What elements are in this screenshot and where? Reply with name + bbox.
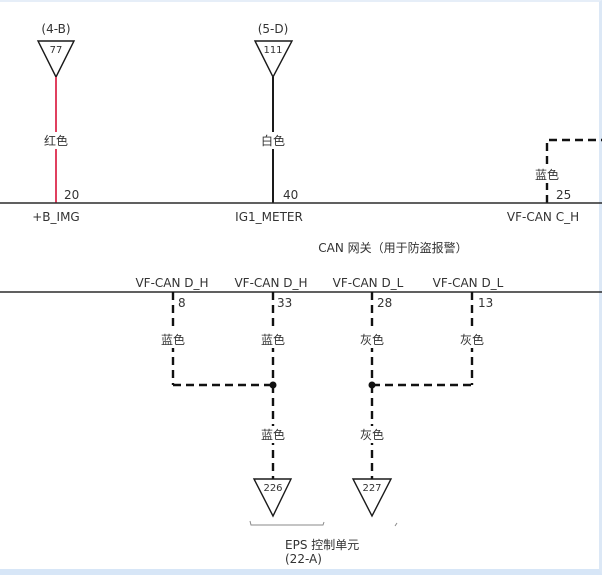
- connector-pin-226: 226: [263, 483, 282, 494]
- gateway-pin-13: VF-CAN D_L 13 灰色: [433, 276, 504, 385]
- terminal-pin-40: 40: [283, 188, 298, 202]
- connector-pin-111: 111: [263, 45, 282, 56]
- label-mask: [159, 331, 187, 348]
- label-mask: [259, 331, 287, 348]
- terminal-pin-25: 25: [556, 188, 571, 202]
- eps-connector-ref: (22-A): [285, 552, 322, 566]
- wire-color-label-white: 白色: [261, 133, 285, 148]
- wire-color-label-red: 红色: [44, 133, 68, 148]
- eps-wire-227: 灰色 227: [351, 385, 393, 518]
- wire-color-label: 灰色: [360, 333, 384, 347]
- terminal-pin-20: 20: [64, 188, 79, 202]
- wire-color-label: 蓝色: [261, 333, 285, 347]
- connector-triangle-icon: [351, 478, 393, 518]
- eps-wire-226: 蓝色 226: [252, 385, 293, 518]
- signal-label-b-img: +B_IMG: [32, 210, 79, 224]
- wire-color-label: 灰色: [360, 428, 384, 442]
- wire-color-label-blue: 蓝色: [535, 168, 559, 182]
- label-mask: [358, 426, 386, 443]
- connector-pin-77: 77: [50, 45, 63, 56]
- connector-ref-5d: (5-D): [258, 22, 289, 36]
- label-mask: [358, 331, 386, 348]
- wire-color-label: 灰色: [460, 333, 484, 347]
- gateway-pin-8: VF-CAN D_H 8 蓝色: [135, 276, 209, 385]
- label-mask: [458, 331, 486, 348]
- wire-color-label: 蓝色: [161, 333, 185, 347]
- wire-color-label: 蓝色: [261, 428, 285, 442]
- connector-ref-4b: (4-B): [41, 22, 70, 36]
- eps-bracket-tick: [394, 522, 398, 527]
- gateway-pin-33: VF-CAN D_H 33 蓝色: [234, 276, 308, 385]
- signal-label-ig1-meter: IG1_METER: [235, 210, 303, 224]
- signal-label-vf-can-c-h: VF-CAN C_H: [507, 210, 579, 224]
- offpage-wire-group: 蓝色 25 VF-CAN C_H: [507, 138, 602, 224]
- eps-bracket: [249, 520, 325, 526]
- connector-triangle-icon: [252, 478, 293, 518]
- connector-triangle-icon: [253, 40, 294, 79]
- eps-unit-title: EPS 控制单元: [285, 538, 359, 552]
- label-mask: [259, 426, 287, 443]
- pin-number: 8: [178, 296, 186, 310]
- label-mask: [533, 166, 561, 183]
- label-mask: [42, 132, 70, 149]
- connector-triangle-icon: [36, 40, 76, 79]
- signal-label: VF-CAN D_L: [433, 276, 504, 290]
- connector-77-group: (4-B) 77 红色 20 +B_IMG: [32, 22, 79, 224]
- gateway-pin-28: VF-CAN D_L 28 灰色: [333, 276, 404, 385]
- pin-number: 28: [377, 296, 392, 310]
- connector-pin-227: 227: [362, 483, 381, 494]
- gateway-title: CAN 网关（用于防盗报警）: [318, 240, 467, 255]
- pin-number: 33: [277, 296, 292, 310]
- signal-label: VF-CAN D_L: [333, 276, 404, 290]
- signal-label: VF-CAN D_H: [234, 276, 307, 290]
- pin-number: 13: [478, 296, 493, 310]
- signal-label: VF-CAN D_H: [135, 276, 208, 290]
- connector-111-group: (5-D) 111 白色 40 IG1_METER: [235, 22, 303, 224]
- label-mask: [259, 132, 287, 149]
